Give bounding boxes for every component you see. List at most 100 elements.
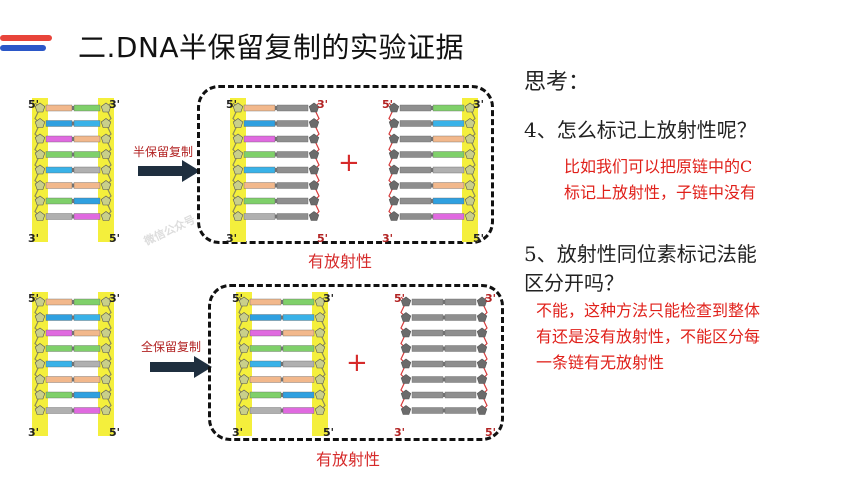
sugar-pentagon bbox=[388, 195, 400, 206]
sugar-pentagon bbox=[232, 180, 244, 190]
base-right bbox=[276, 166, 309, 174]
base-left bbox=[45, 314, 73, 321]
original-dna-top: 5'3'3'5' bbox=[28, 98, 120, 245]
sugar-pentagon bbox=[400, 343, 412, 353]
question-5-line-2: 区分开吗？ bbox=[524, 271, 624, 295]
question-5-line-1: 5、放射性同位素标记法能 bbox=[524, 242, 757, 266]
base-left bbox=[411, 391, 444, 399]
base-right bbox=[73, 345, 101, 352]
base-left bbox=[45, 360, 73, 368]
base-left bbox=[45, 151, 73, 158]
conservative-result-box bbox=[208, 284, 504, 441]
sugar-pentagon bbox=[232, 149, 244, 159]
base-left bbox=[45, 407, 73, 414]
base-right bbox=[282, 345, 315, 352]
base-left bbox=[399, 104, 432, 112]
sugar-pentagon bbox=[34, 312, 46, 322]
sugar-pentagon bbox=[314, 389, 326, 400]
sugar-pentagon bbox=[238, 312, 250, 322]
base-left bbox=[45, 329, 73, 337]
base-left bbox=[249, 376, 282, 383]
sugar-pentagon bbox=[464, 149, 476, 159]
sugar-pentagon bbox=[388, 118, 400, 128]
base-right bbox=[73, 298, 101, 306]
answer-4-line-2: 标记上放射性，子链中没有 bbox=[564, 183, 757, 202]
sugar-pentagon bbox=[100, 195, 112, 206]
strand-end-label: 5' bbox=[109, 426, 120, 439]
strand-end-label: 5' bbox=[109, 232, 120, 245]
strand-end-label: 3' bbox=[109, 292, 120, 305]
base-right bbox=[282, 314, 315, 321]
sugar-pentagon bbox=[314, 327, 326, 338]
base-left bbox=[399, 197, 432, 205]
base-left bbox=[399, 120, 432, 127]
base-right bbox=[444, 298, 477, 306]
sugar-pentagon bbox=[100, 118, 112, 128]
base-left bbox=[45, 166, 73, 174]
base-right bbox=[432, 166, 465, 174]
sugar-pentagon bbox=[238, 296, 250, 307]
sugar-pentagon bbox=[34, 164, 46, 175]
sugar-pentagon bbox=[308, 180, 320, 190]
base-right bbox=[282, 391, 315, 399]
conservative-label: 全保留复制 bbox=[141, 340, 202, 354]
sugar-pentagon bbox=[100, 405, 112, 415]
sugar-pentagon bbox=[232, 102, 244, 113]
sugar-pentagon bbox=[464, 195, 476, 206]
base-left bbox=[45, 376, 73, 383]
sugar-pentagon bbox=[308, 149, 320, 159]
base-left bbox=[243, 166, 276, 174]
base-right bbox=[276, 135, 309, 143]
sugar-pentagon bbox=[238, 405, 250, 415]
sugar-pentagon bbox=[232, 211, 244, 221]
sugar-pentagon bbox=[232, 118, 244, 128]
base-right bbox=[444, 391, 477, 399]
base-left bbox=[399, 182, 432, 189]
base-left bbox=[45, 345, 73, 352]
sugar-pentagon bbox=[464, 164, 476, 175]
sugar-pentagon bbox=[34, 211, 46, 221]
sugar-pentagon bbox=[100, 312, 112, 322]
sugar-pentagon bbox=[476, 405, 488, 415]
semi-arrow-icon bbox=[138, 160, 200, 182]
base-right bbox=[276, 213, 309, 220]
strand-end-label: 3' bbox=[232, 426, 243, 439]
accent-bar-red bbox=[0, 35, 52, 41]
base-right bbox=[276, 104, 309, 112]
sugar-pentagon bbox=[238, 327, 250, 338]
sugar-pentagon bbox=[34, 180, 46, 190]
sugar-pentagon bbox=[400, 405, 412, 415]
base-right bbox=[276, 120, 309, 127]
base-right bbox=[282, 329, 315, 337]
base-left bbox=[45, 197, 73, 205]
sugar-pentagon bbox=[308, 133, 320, 144]
strand-end-label: 3' bbox=[28, 232, 39, 245]
sugar-pentagon bbox=[34, 405, 46, 415]
base-left bbox=[45, 391, 73, 399]
sugar-pentagon bbox=[34, 102, 46, 113]
base-left bbox=[411, 345, 444, 352]
base-right bbox=[73, 182, 101, 189]
sugar-pentagon bbox=[100, 374, 112, 384]
strand-end-label: 5' bbox=[28, 292, 39, 305]
answer-5-line-1: 不能，这种方法只能检查到整体 bbox=[536, 301, 761, 320]
strand-end-label: 3' bbox=[226, 232, 237, 245]
sugar-pentagon bbox=[34, 296, 46, 307]
base-left bbox=[243, 197, 276, 205]
plus-sign-bottom: + bbox=[346, 348, 368, 378]
sugar-pentagon bbox=[400, 358, 412, 369]
sugar-pentagon bbox=[100, 133, 112, 144]
base-left bbox=[411, 298, 444, 306]
sugar-pentagon bbox=[308, 195, 320, 206]
sugar-pentagon bbox=[34, 343, 46, 353]
sugar-pentagon bbox=[476, 312, 488, 322]
base-right bbox=[432, 213, 465, 220]
base-left bbox=[399, 213, 432, 220]
semi-dna-right: 5'3'3'5' bbox=[382, 98, 484, 245]
strand-end-label: 5' bbox=[394, 292, 405, 305]
original-dna-bottom: 5'3'3'5' bbox=[28, 292, 120, 439]
sugar-pentagon bbox=[238, 358, 250, 369]
strand-end-label: 3' bbox=[382, 232, 393, 245]
base-right bbox=[444, 360, 477, 368]
base-right bbox=[73, 376, 101, 383]
